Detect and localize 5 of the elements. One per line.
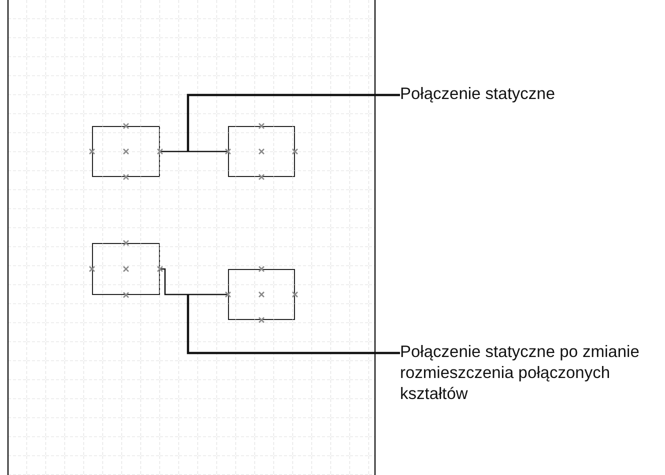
callout-text: Połączenie statyczne po zmianie rozmieszczenia połączonych kształtów	[400, 342, 640, 405]
callout-text: Połączenie statyczne	[400, 84, 640, 105]
connector-line	[160, 150, 228, 152]
leader-line	[186, 295, 400, 354]
connector-line	[160, 268, 228, 296]
